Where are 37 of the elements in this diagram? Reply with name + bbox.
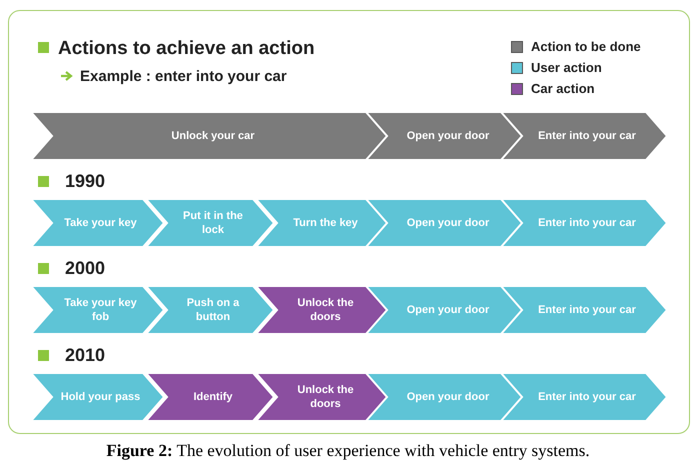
- legend-label: Action to be done: [531, 38, 641, 56]
- step-label: Push on a button: [186, 296, 240, 324]
- step-label: Turn the key: [293, 216, 358, 230]
- year-label: 1990: [65, 170, 106, 193]
- step-label: Enter into your car: [538, 303, 636, 317]
- step-label: Unlock the doors: [296, 383, 355, 411]
- chevron-step: [145, 285, 275, 335]
- step-label: Enter into your car: [538, 216, 636, 230]
- chevron-step: [145, 198, 275, 248]
- chevron-step: [30, 372, 165, 422]
- legend-label: User action: [531, 59, 602, 77]
- chevron-step: [500, 285, 668, 335]
- step-label: Hold your pass: [60, 390, 140, 404]
- step-label: Open your door: [406, 303, 490, 317]
- step-label: Put it in the lock: [182, 209, 244, 237]
- step-label: Take your key: [64, 216, 137, 230]
- year-label: 2010: [65, 344, 106, 367]
- chevron-step: [500, 372, 668, 422]
- subtitle: Example : enter into your car: [80, 67, 287, 87]
- step-label: Open your door: [406, 216, 490, 230]
- figure-caption: Figure 2: The evolution of user experience with vehicle entry systems.: [106, 440, 590, 462]
- step-label: Take your key fob: [63, 296, 138, 324]
- step-label: Open your door: [406, 129, 490, 143]
- step-label: Unlock the doors: [296, 296, 355, 324]
- chevron-step: [500, 111, 668, 161]
- step-label: Open your door: [406, 390, 490, 404]
- chevron-step: [30, 198, 165, 248]
- step-label: Enter into your car: [538, 129, 636, 143]
- step-label: Enter into your car: [538, 390, 636, 404]
- year-label: 2000: [65, 257, 106, 280]
- chevron-step: [30, 285, 165, 335]
- chevron-step: [500, 198, 668, 248]
- title: Actions to achieve an action: [58, 37, 315, 61]
- legend-label: Car action: [531, 80, 595, 98]
- chevron-step: [145, 372, 275, 422]
- step-label: Unlock your car: [171, 129, 255, 143]
- step-label: Identify: [193, 390, 233, 404]
